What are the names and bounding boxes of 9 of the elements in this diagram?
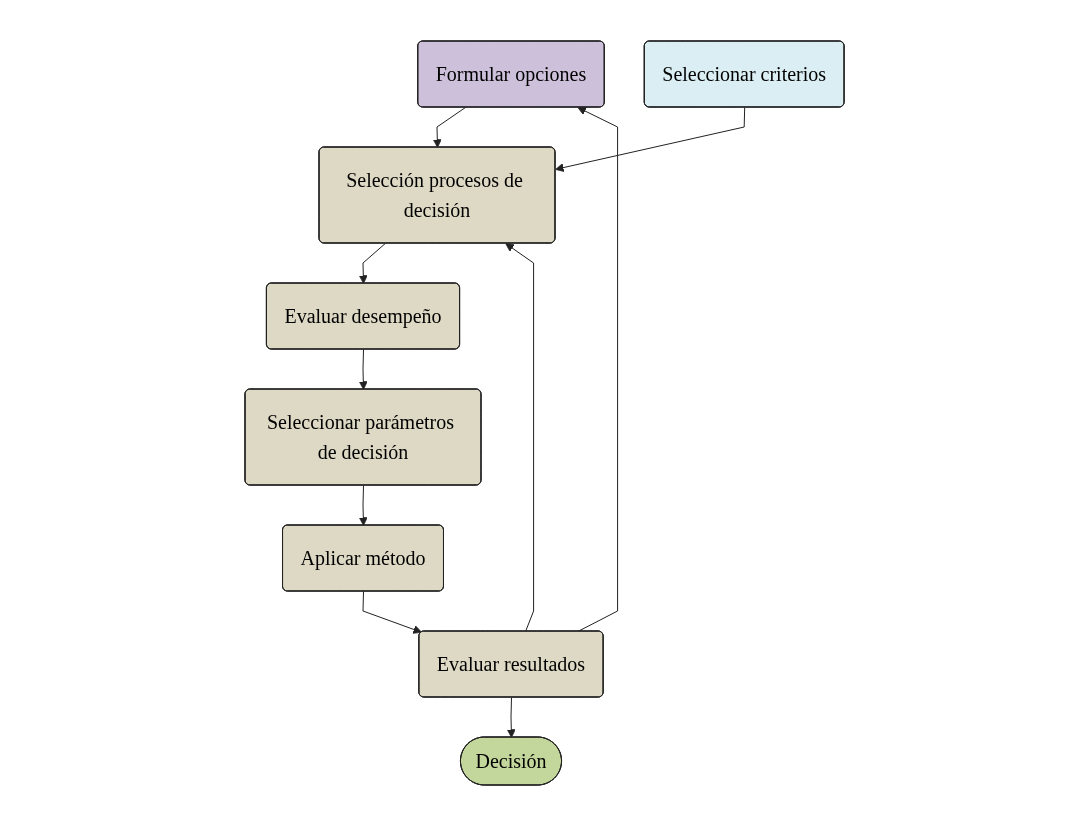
arrow [359,348,369,390]
arrow [507,696,517,738]
arrow [505,242,535,632]
arrow [577,106,619,632]
arrow [359,242,387,284]
arrow [555,106,746,172]
arrow [362,590,423,634]
arrow [433,106,467,148]
arrow [359,484,369,526]
